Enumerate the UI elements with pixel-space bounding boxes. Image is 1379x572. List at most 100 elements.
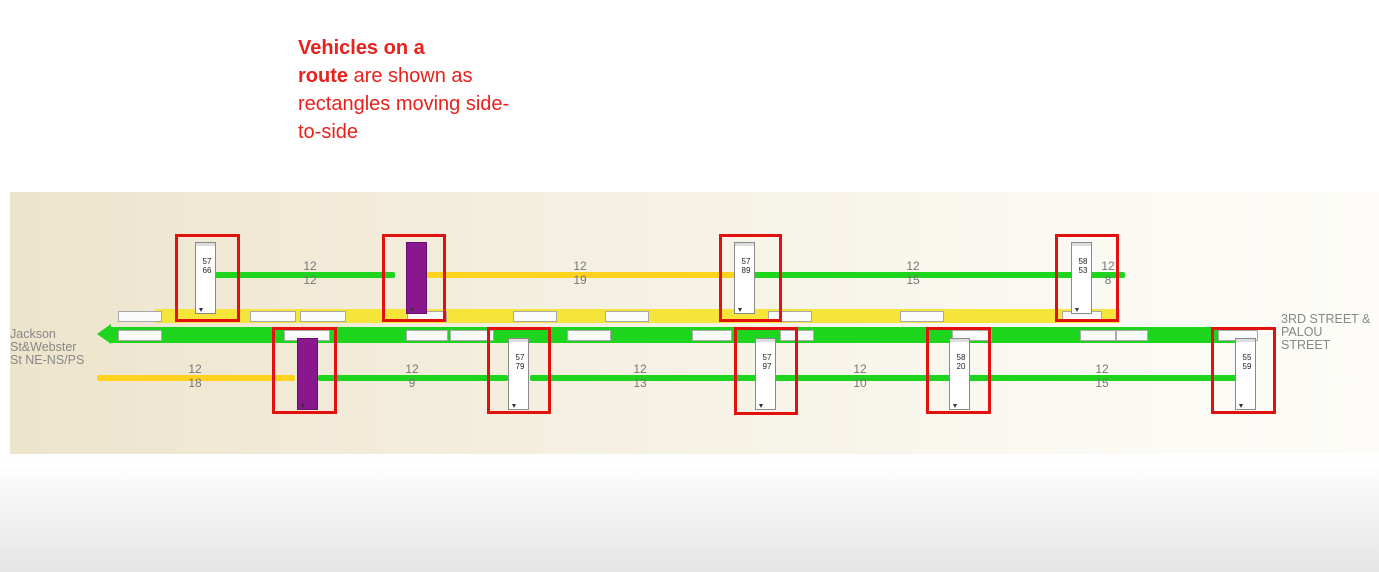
direction-arrow-icon: [512, 404, 516, 408]
bottom-segment-line-1: [97, 375, 295, 381]
direction-arrow-icon: [1075, 308, 1079, 312]
stop-marker[interactable]: [118, 311, 162, 322]
bottom-segment-line-3: [530, 375, 758, 381]
vehicle-number: 5820: [956, 353, 966, 371]
vehicle-highlight-box: [382, 234, 446, 322]
vehicle-highlight-box: [1211, 327, 1276, 414]
segment-headway: 12: [303, 273, 317, 287]
vehicle-cap: [509, 339, 528, 342]
stop-marker[interactable]: [1080, 330, 1116, 341]
vehicle-highlight-box: [1055, 234, 1119, 322]
segment-headway: 9: [408, 376, 416, 390]
stop-marker[interactable]: [118, 330, 162, 341]
vehicle-cap: [1072, 243, 1091, 246]
caption-bold-2: route: [298, 65, 348, 87]
vehicle-highlight-box: [734, 327, 798, 415]
vehicle-number: 5797: [762, 353, 772, 371]
segment-headway: 15: [906, 273, 920, 287]
vehicle-number: 5853: [1078, 257, 1088, 275]
vehicle-number: 5789: [741, 257, 751, 275]
vehicle-cap: [1236, 339, 1255, 342]
stop-marker[interactable]: [952, 330, 992, 341]
segment-route: 12: [906, 259, 920, 273]
bottom-segment-line-4: [775, 375, 950, 381]
segment-route: 12: [633, 362, 647, 376]
terminal-right-label: 3RD STREET & PALOU STREET: [1281, 312, 1371, 352]
vehicle-bottom-1[interactable]: [297, 338, 318, 410]
vehicle-top-4[interactable]: 5853: [1071, 242, 1092, 314]
vehicle-highlight-box: [487, 327, 551, 414]
segment-headway: 18: [188, 376, 202, 390]
top-segment-line-2: [420, 272, 738, 278]
caption-bold-1: Vehicles on a: [298, 37, 425, 59]
stop-marker[interactable]: [450, 330, 494, 341]
top-segment-line-4: [1090, 272, 1125, 278]
segment-headway: 19: [573, 273, 587, 287]
direction-arrow-icon: [738, 308, 742, 312]
vehicle-cap: [735, 243, 754, 246]
vehicle-bottom-4[interactable]: 5820: [949, 338, 970, 410]
segment-headway: 15: [1095, 376, 1109, 390]
caption: Vehicles on a route are shown as rectangl…: [298, 34, 528, 146]
caption-rest: are shown as rectangles moving side-to-s…: [298, 65, 510, 143]
vehicle-number: 5766: [202, 257, 212, 275]
stop-marker[interactable]: [605, 311, 649, 322]
vehicle-highlight-box: [272, 327, 337, 414]
segment-route: 12: [188, 362, 202, 376]
vehicle-highlight-box: [175, 234, 240, 322]
vehicle-bottom-2[interactable]: 5779: [508, 338, 529, 410]
segment-headway: 13: [633, 376, 647, 390]
stop-marker[interactable]: [300, 311, 346, 322]
top-segment-line-1: [205, 272, 395, 278]
stop-marker[interactable]: [768, 311, 812, 322]
segment-headway: 8: [1104, 273, 1112, 287]
vehicle-top-2[interactable]: [406, 242, 427, 314]
segment-route: 12: [1095, 362, 1109, 376]
stop-marker[interactable]: [567, 330, 611, 341]
vehicle-highlight-box: [719, 234, 782, 322]
vehicle-bottom-5[interactable]: 5559: [1235, 338, 1256, 410]
direction-arrow-icon: [759, 404, 763, 408]
direction-arrow-icon: [199, 308, 203, 312]
segment-route: 12: [853, 362, 867, 376]
stop-marker[interactable]: [406, 330, 448, 341]
vehicle-top-3[interactable]: 5789: [734, 242, 755, 314]
vehicle-highlight-box: [926, 327, 991, 414]
stop-marker[interactable]: [692, 330, 732, 341]
vehicle-cap: [756, 339, 775, 342]
bottom-segment-line-2: [318, 375, 508, 381]
direction-arrow-left-icon: [97, 324, 111, 344]
stop-marker[interactable]: [900, 311, 944, 322]
segment-route: 12: [303, 259, 317, 273]
stop-marker[interactable]: [513, 311, 557, 322]
direction-arrow-icon: [410, 308, 414, 312]
vehicle-number: 5559: [1242, 353, 1252, 371]
segment-route: 12: [1101, 259, 1115, 273]
vehicle-cap: [950, 339, 969, 342]
vehicle-bottom-3[interactable]: 5797: [755, 338, 776, 410]
segment-headway: 10: [853, 376, 867, 390]
route-map-panel: [10, 192, 1379, 454]
direction-arrow-icon: [301, 404, 305, 408]
vehicle-cap: [196, 243, 215, 246]
direction-arrow-icon: [953, 404, 957, 408]
stop-marker[interactable]: [250, 311, 296, 322]
bottom-segment-line-5: [968, 375, 1238, 381]
top-segment-line-3: [745, 272, 1075, 278]
segment-route: 12: [573, 259, 587, 273]
stop-marker[interactable]: [1116, 330, 1148, 341]
segment-route: 12: [405, 362, 419, 376]
vehicle-number: 5779: [515, 353, 525, 371]
direction-arrow-icon: [1239, 404, 1243, 408]
terminal-left-label: Jackson St&Webster St NE-NS/PS: [10, 327, 85, 367]
vehicle-top-1[interactable]: 5766: [195, 242, 216, 314]
